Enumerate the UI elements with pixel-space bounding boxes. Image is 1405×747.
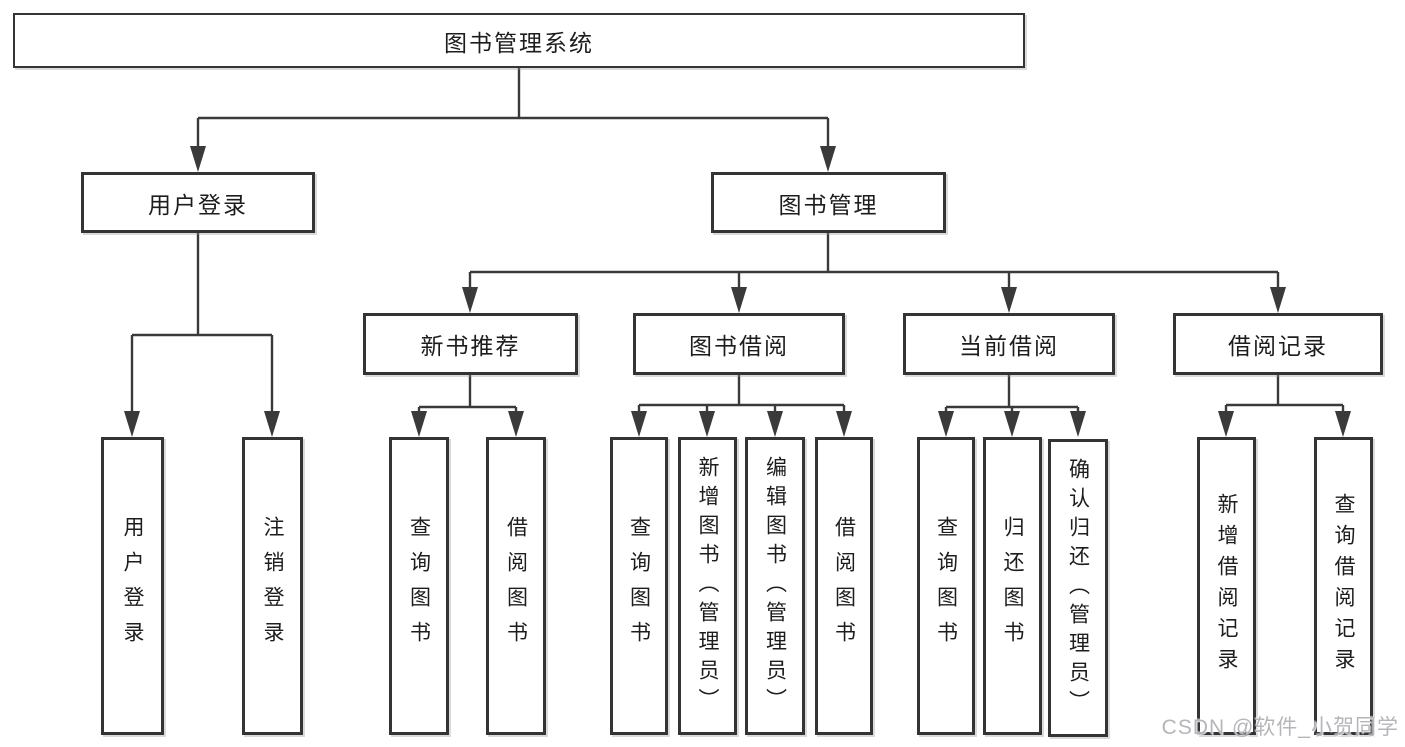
watermark: CSDN @软件_小贺同学 xyxy=(1161,716,1399,739)
node-user-login: 用户登录 xyxy=(81,172,315,233)
leaf-edit-book-admin: 编辑图书（管理员） xyxy=(745,437,805,735)
leaf-label: 借阅图书 xyxy=(832,516,856,656)
leaf-label: 查询借阅记录 xyxy=(1332,493,1355,679)
leaf-borrow-books-recommend: 借阅图书 xyxy=(486,437,546,735)
leaf-label: 编辑图书（管理员） xyxy=(763,455,787,717)
node-label: 借阅记录 xyxy=(1228,333,1328,359)
leaf-label: 借阅图书 xyxy=(504,516,528,656)
node-label: 新书推荐 xyxy=(420,333,521,359)
node-book-borrowing: 图书借阅 xyxy=(633,313,845,375)
node-borrowing-records: 借阅记录 xyxy=(1173,313,1383,375)
leaf-query-books-borrowing: 查询图书 xyxy=(610,437,668,735)
leaf-add-book-admin: 新增图书（管理员） xyxy=(678,437,737,735)
leaf-logout: 注销登录 xyxy=(242,437,303,735)
leaf-label: 查询图书 xyxy=(627,516,651,656)
leaf-label: 确认归还（管理员） xyxy=(1066,457,1090,719)
leaf-borrow-books-borrowing: 借阅图书 xyxy=(815,437,873,735)
leaf-label: 新增借阅记录 xyxy=(1215,493,1238,679)
leaf-add-borrow-record: 新增借阅记录 xyxy=(1197,437,1256,735)
node-label: 用户登录 xyxy=(148,191,248,218)
node-label: 图书借阅 xyxy=(689,333,789,359)
node-label: 当前借阅 xyxy=(959,333,1059,359)
leaf-query-books-current: 查询图书 xyxy=(917,437,975,735)
leaf-label: 注销登录 xyxy=(261,516,284,656)
leaf-label: 查询图书 xyxy=(934,516,958,656)
leaf-label: 用户登录 xyxy=(121,516,144,656)
leaf-return-books: 归还图书 xyxy=(983,437,1042,735)
leaf-user-login: 用户登录 xyxy=(101,437,164,735)
node-book-management: 图书管理 xyxy=(711,172,946,233)
leaf-label: 归还图书 xyxy=(1001,516,1024,656)
node-label: 图书管理 xyxy=(778,191,879,218)
leaf-query-borrow-record: 查询借阅记录 xyxy=(1314,437,1373,735)
leaf-label: 查询图书 xyxy=(407,516,431,656)
leaf-label: 新增图书（管理员） xyxy=(696,455,719,717)
node-label: 图书管理系统 xyxy=(444,29,594,56)
leaf-query-books-recommend: 查询图书 xyxy=(389,437,449,735)
leaf-confirm-return-admin: 确认归还（管理员） xyxy=(1048,439,1108,737)
node-current-borrowing: 当前借阅 xyxy=(903,313,1115,375)
node-new-book-recommendation: 新书推荐 xyxy=(363,313,578,375)
node-library-system: 图书管理系统 xyxy=(13,13,1025,68)
